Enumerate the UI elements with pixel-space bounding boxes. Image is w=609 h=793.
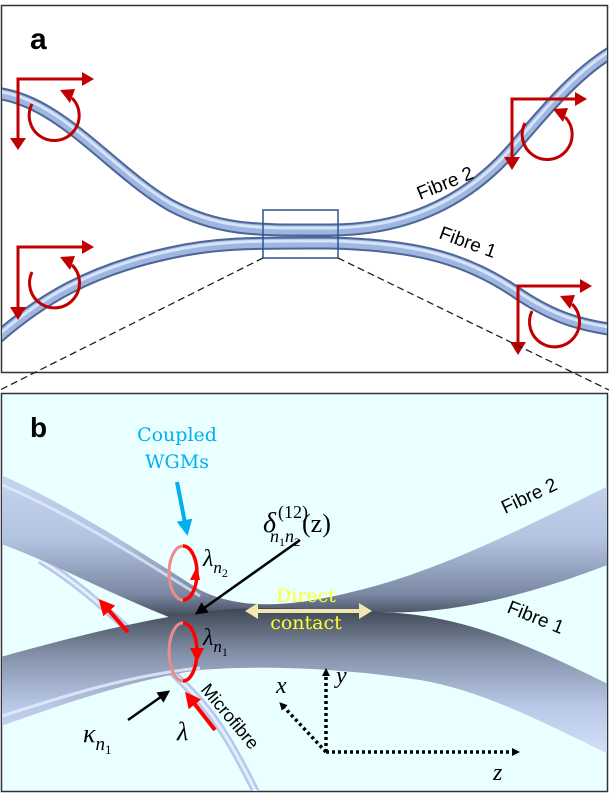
x-axis [279,702,328,754]
wgm-ring-n2 [167,544,200,602]
panel-a: a [0,4,609,374]
z-axis-label: z [492,760,503,786]
lambda-input-label: λ [176,717,188,746]
direct-contact-label-line2: contact [270,612,342,634]
zoom-line-left [0,257,264,391]
coupled-wgms-label-line2: WGMs [145,451,209,473]
lambda-n1-label: λn1 [202,625,228,659]
direct-contact-arrow [245,603,372,619]
kappa-label: κn1 [83,719,111,757]
input-light-arrow [185,691,217,732]
output-light-arrow [98,599,130,634]
delta-arrow [194,538,301,615]
polarization-marker-bottom-left [10,240,94,320]
fibre-2-b [2,475,607,625]
y-axis-label: y [334,663,347,689]
wgm-ring-n1 [167,621,204,683]
zoom-line-right [337,257,609,391]
coupled-wgms-label-line1: Coupled [137,424,217,446]
polarization-marker-top-left [10,72,94,150]
panel-b: b Coupled WGMs λn2 δ(12)n1n2(z) λn1 Dire… [0,392,609,793]
coupled-wgms-arrow [175,481,193,536]
polarization-marker-top-right [504,92,587,170]
panel-b-label: b [30,412,47,443]
panel-a-label: a [30,23,47,56]
kappa-arrow [127,690,171,722]
lambda-n2-label: λn2 [202,546,228,580]
coordinate-axes: x y z [275,663,520,786]
direct-contact-label-line1: Direct [276,585,336,607]
zoom-box [262,209,339,259]
delta-coupling-label: δ(12)n1n2(z) [263,502,331,549]
fibre-1-b [2,607,607,754]
polarization-marker-bottom-right [510,279,592,355]
panel-a-frame [0,4,609,374]
x-axis-label: x [275,673,287,699]
